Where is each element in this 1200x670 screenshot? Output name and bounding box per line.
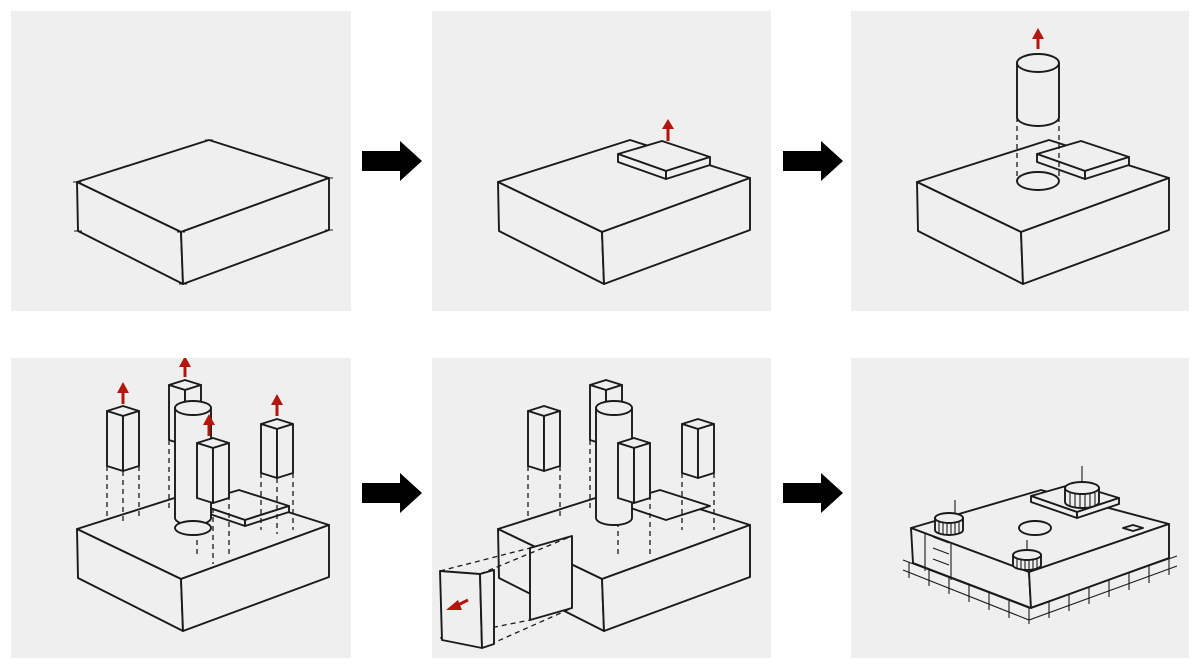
transition-arrow-4 <box>783 473 843 513</box>
move-left-arrow <box>446 598 469 610</box>
move-up-arrow <box>203 414 215 436</box>
sketch-pulled-out-volume <box>439 379 751 649</box>
move-up-arrow <box>1032 28 1044 49</box>
panel-step-5 <box>432 358 771 658</box>
transition-arrow-1 <box>362 141 422 181</box>
panel-step-3 <box>851 11 1189 311</box>
transition-arrow-3 <box>362 473 422 513</box>
transition-arrow-2 <box>783 141 843 181</box>
move-up-arrow <box>179 358 191 377</box>
sketch-multiple-towers <box>76 358 330 632</box>
sketch-final-building <box>902 466 1178 624</box>
panel-step-6 <box>851 358 1189 658</box>
sketch-raised-slab <box>497 119 751 285</box>
sketch-base-block <box>73 139 333 285</box>
sketch-extruded-cylinder <box>916 28 1170 285</box>
panel-step-1 <box>11 11 351 311</box>
move-up-arrow <box>271 394 283 416</box>
panel-step-4 <box>11 358 351 658</box>
panel-step-2 <box>432 11 771 311</box>
move-up-arrow <box>662 119 674 141</box>
move-up-arrow <box>117 382 129 404</box>
